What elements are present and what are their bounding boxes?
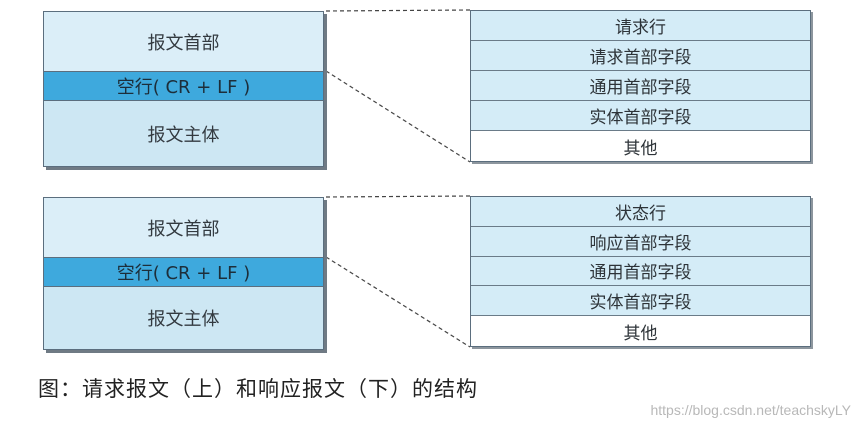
response-message-header: 报文首部: [44, 198, 323, 258]
response-connector-lines: [325, 195, 471, 348]
entity-header-field: 实体首部字段: [471, 286, 810, 317]
response-blank-line: 空行( CR + LF ): [44, 258, 323, 287]
general-header-field: 通用首部字段: [471, 256, 810, 287]
other-field: 其他: [471, 316, 810, 346]
request-message-body: 报文主体: [44, 101, 323, 166]
other-field: 其他: [471, 131, 810, 161]
entity-header-field: 实体首部字段: [471, 101, 810, 131]
request-blank-line: 空行( CR + LF ): [44, 72, 323, 101]
response-header-field: 响应首部字段: [471, 226, 810, 257]
request-message-header: 报文首部: [44, 12, 323, 72]
response-message-block: 报文首部 空行( CR + LF ) 报文主体: [43, 197, 324, 350]
request-message-diagram: 报文首部 空行( CR + LF ) 报文主体 请求行 请求首部字段 通用首部字…: [0, 0, 859, 185]
request-message-block: 报文首部 空行( CR + LF ) 报文主体: [43, 11, 324, 167]
request-line-field: 请求行: [471, 11, 810, 41]
response-message-diagram: 报文首部 空行( CR + LF ) 报文主体 状态行 响应首部字段 通用首部字…: [0, 185, 859, 370]
watermark: https://blog.csdn.net/teachskyLY: [650, 402, 851, 418]
response-message-body: 报文主体: [44, 287, 323, 349]
response-header-fields: 状态行 响应首部字段 通用首部字段 实体首部字段 其他: [470, 196, 811, 347]
status-line-field: 状态行: [471, 197, 810, 227]
request-header-field: 请求首部字段: [471, 41, 810, 71]
request-connector-lines: [325, 9, 471, 163]
general-header-field: 通用首部字段: [471, 71, 810, 101]
figure-caption: 图：请求报文（上）和响应报文（下）的结构: [38, 377, 478, 401]
request-header-fields: 请求行 请求首部字段 通用首部字段 实体首部字段 其他: [470, 10, 811, 162]
